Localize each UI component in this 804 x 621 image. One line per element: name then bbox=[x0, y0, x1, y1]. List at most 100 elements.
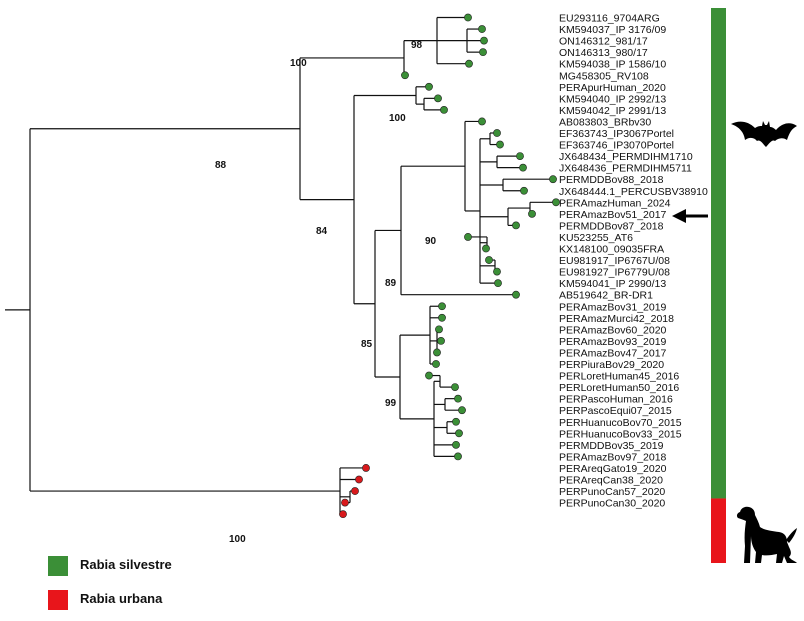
bat-silhouette-icon bbox=[731, 121, 797, 147]
tip-label: KU523255_AT6 bbox=[559, 232, 633, 244]
tip-point bbox=[464, 233, 472, 241]
tip-point bbox=[465, 59, 473, 68]
tip-point bbox=[432, 360, 440, 368]
tip-point bbox=[454, 394, 462, 403]
bootstrap-value: 100 bbox=[389, 113, 406, 124]
tip-label: PERLoretHuman50_2016 bbox=[559, 382, 679, 394]
tip-label: JX648434_PERMDIHM1710 bbox=[559, 151, 693, 163]
tip-point bbox=[401, 71, 409, 80]
tip-point bbox=[455, 429, 463, 438]
tip-points bbox=[339, 13, 560, 519]
tip-point bbox=[549, 175, 557, 184]
tip-point bbox=[552, 198, 560, 207]
tip-point bbox=[454, 452, 462, 461]
tip-label: ON146312_981/17 bbox=[559, 36, 648, 48]
tip-label: PERAreqGato19_2020 bbox=[559, 463, 667, 475]
tip-point bbox=[496, 140, 504, 149]
bootstrap-value: 100 bbox=[229, 534, 246, 545]
tip-point bbox=[434, 94, 442, 103]
tip-point bbox=[478, 117, 486, 126]
bootstrap-value: 100 bbox=[290, 58, 307, 69]
tip-point bbox=[437, 336, 445, 345]
tip-label: PERPunoCan57_2020 bbox=[559, 486, 665, 498]
tip-label: EF363743_IP3067Portel bbox=[559, 128, 674, 140]
tip-point bbox=[494, 279, 502, 288]
tip-point bbox=[339, 510, 347, 519]
tip-label: ON146313_980/17 bbox=[559, 47, 648, 59]
legend-label-silvestre: Rabia silvestre bbox=[80, 557, 172, 572]
bootstrap-value: 85 bbox=[361, 339, 373, 350]
tip-label: EU293116_9704ARG bbox=[559, 13, 660, 25]
tree-branches bbox=[5, 16, 556, 515]
bootstrap-value: 84 bbox=[316, 226, 328, 237]
tip-label: PERMDDBov88_2018 bbox=[559, 174, 664, 186]
tip-point bbox=[458, 406, 466, 415]
tip-label: PERLoretHuman45_2016 bbox=[559, 371, 679, 383]
tip-point bbox=[512, 290, 520, 299]
tip-label: PERMDDBov35_2019 bbox=[559, 440, 664, 452]
tip-label: AB519642_BR-DR1 bbox=[559, 290, 653, 302]
tip-label: JX648444.1_PERCUSBV38910 bbox=[559, 186, 708, 198]
clade-bar-segment-urbana bbox=[711, 498, 726, 563]
tip-label: AB083803_BRbv30 bbox=[559, 116, 651, 128]
tip-point bbox=[362, 464, 370, 472]
legend-swatch-urbana bbox=[48, 590, 68, 610]
tip-point bbox=[438, 302, 446, 311]
tip-point bbox=[440, 106, 448, 114]
tip-label: PERAmazBov51_2017 bbox=[559, 209, 667, 221]
tip-point bbox=[452, 440, 460, 449]
bootstrap-value: 90 bbox=[425, 236, 437, 247]
tip-label: MG458305_RV108 bbox=[559, 70, 649, 82]
bootstrap-value: 99 bbox=[385, 398, 397, 409]
tip-label: EU981927_IP6779U/08 bbox=[559, 267, 670, 279]
legend-label-urbana: Rabia urbana bbox=[80, 591, 163, 606]
tip-label: PERHuanucoBov70_2015 bbox=[559, 417, 682, 429]
tip-point bbox=[425, 82, 433, 91]
tip-label: EU981917_IP6767U/08 bbox=[559, 255, 670, 267]
tip-point bbox=[433, 348, 441, 357]
bootstrap-value: 88 bbox=[215, 160, 227, 171]
tip-point bbox=[355, 475, 363, 484]
tip-point bbox=[452, 417, 460, 426]
tip-label: KM594038_IP 1586/10 bbox=[559, 59, 666, 71]
tip-point bbox=[479, 48, 487, 57]
tip-label: PERMDDBov87_2018 bbox=[559, 220, 664, 232]
dog-silhouette-icon bbox=[736, 506, 797, 563]
tip-point bbox=[485, 256, 493, 264]
tip-label: PERPunoCan30_2020 bbox=[559, 498, 665, 510]
tip-point bbox=[351, 487, 359, 495]
tip-label: PERAmazBov93_2019 bbox=[559, 336, 667, 348]
tip-label: JX648436_PERMDIHM5711 bbox=[559, 163, 692, 175]
clade-color-bar bbox=[711, 8, 726, 563]
tip-point bbox=[512, 221, 520, 230]
tip-label: EF363746_IP3070Portel bbox=[559, 140, 674, 152]
tip-label: PERAmazBov31_2019 bbox=[559, 301, 667, 313]
arrow-left-icon bbox=[672, 209, 708, 223]
tip-point bbox=[519, 163, 527, 172]
tip-point bbox=[516, 152, 524, 160]
tip-label: PERPascoHuman_2016 bbox=[559, 394, 673, 406]
tip-label: KM594037_IP 3176/09 bbox=[559, 24, 666, 36]
tip-point bbox=[451, 383, 459, 391]
tip-point bbox=[341, 498, 349, 507]
tip-label: PERAmazMurci42_2018 bbox=[559, 313, 674, 325]
tip-label: PERAmazBov97_2018 bbox=[559, 451, 667, 463]
bootstrap-value: 89 bbox=[385, 278, 397, 289]
tip-label: PERPiuraBov29_2020 bbox=[559, 359, 664, 371]
tip-label: PERPascoEqui07_2015 bbox=[559, 405, 672, 417]
tip-label: KM594042_IP 2991/13 bbox=[559, 105, 666, 117]
bootstrap-value: 98 bbox=[411, 40, 423, 51]
tip-point bbox=[435, 325, 443, 334]
tip-label: KM594041_IP 2990/13 bbox=[559, 278, 666, 290]
tip-label: PERAreqCan38_2020 bbox=[559, 475, 663, 487]
tip-point bbox=[438, 313, 446, 322]
tip-point bbox=[425, 371, 433, 380]
tip-point bbox=[464, 13, 472, 22]
tip-label: PERAmazHuman_2024 bbox=[559, 197, 671, 209]
legend-swatch-silvestre bbox=[48, 556, 68, 576]
clade-bar-segment-silvestre bbox=[711, 8, 726, 499]
tip-label: PERApurHuman_2020 bbox=[559, 82, 666, 94]
tip-label: PERAmazBov60_2020 bbox=[559, 324, 667, 336]
